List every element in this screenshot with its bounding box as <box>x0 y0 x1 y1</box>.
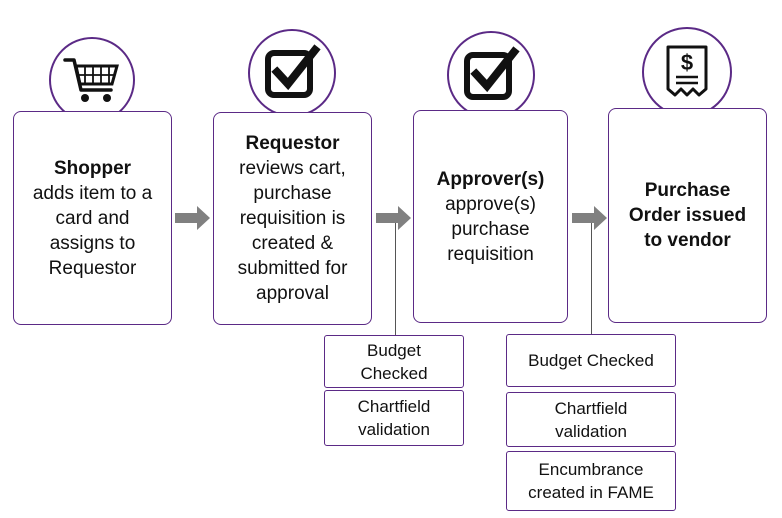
step-title: Requestor <box>245 133 340 154</box>
step-title-line: Purchase <box>644 180 731 201</box>
step-text-line: purchase <box>253 183 332 204</box>
check-budget: Budget Checked <box>506 334 676 387</box>
checkbox-icon <box>464 46 520 100</box>
check-text-line: created in FAME <box>528 483 654 502</box>
check-chartfield: Chartfield validation <box>506 392 676 447</box>
step-shopper: Shopper adds item to a card and assigns … <box>13 111 172 325</box>
checkbox-icon <box>265 44 321 98</box>
step-title: Shopper <box>53 157 132 179</box>
flow-arrow <box>572 206 607 230</box>
flow-arrow <box>175 206 210 230</box>
step-text-line: created & <box>251 233 334 254</box>
step-title-line: to vendor <box>644 230 731 251</box>
step-text-line: reviews cart, <box>239 158 346 179</box>
shopping-cart-circle <box>49 37 135 123</box>
step-text-line: purchase <box>451 218 530 240</box>
step-text-line: approve(s) <box>445 193 536 215</box>
check-budget: Budget Checked <box>324 335 464 388</box>
svg-text:$: $ <box>681 50 693 75</box>
step-text-line: assigns to <box>49 232 136 254</box>
step-requestor: Requestor reviews cart, purchase requisi… <box>213 112 372 325</box>
check-text-line: Chartfield <box>357 397 431 416</box>
step-text-line: submitted for <box>237 258 348 279</box>
step-purchase-order: Purchase Order issued to vendor <box>608 108 767 323</box>
flow-arrow <box>376 206 411 230</box>
receipt-dollar-icon: $ <box>666 45 708 97</box>
checkbox-circle-requestor <box>248 29 336 117</box>
step-text-line: adds item to a <box>32 182 153 204</box>
check-encumbrance: Encumbrance created in FAME <box>506 451 676 511</box>
step-text-line: Requestor <box>48 257 137 279</box>
step-title-line: Order issued <box>628 205 747 226</box>
connector-line <box>395 223 396 336</box>
check-text-line: Chartfield <box>554 398 628 418</box>
check-text-line: validation <box>358 420 430 439</box>
step-text-line: approval <box>256 283 329 304</box>
receipt-circle: $ <box>642 27 732 117</box>
step-title: Approver(s) <box>436 168 545 190</box>
check-text-line: Checked <box>360 363 428 383</box>
shopping-cart-icon <box>63 58 119 102</box>
check-text-line: validation <box>555 421 627 441</box>
check-text-line: Budget <box>367 340 421 360</box>
checkbox-circle-approver <box>447 31 535 119</box>
connector-line <box>591 223 592 335</box>
step-text-line: requisition <box>447 243 534 265</box>
step-approver: Approver(s) approve(s) purchase requisit… <box>413 110 568 323</box>
step-text-line: card and <box>55 207 130 229</box>
check-text-line: Budget Checked <box>528 351 654 370</box>
step-text-line: requisition is <box>239 208 346 229</box>
check-text-line: Encumbrance <box>538 460 644 479</box>
check-chartfield: Chartfield validation <box>324 390 464 446</box>
